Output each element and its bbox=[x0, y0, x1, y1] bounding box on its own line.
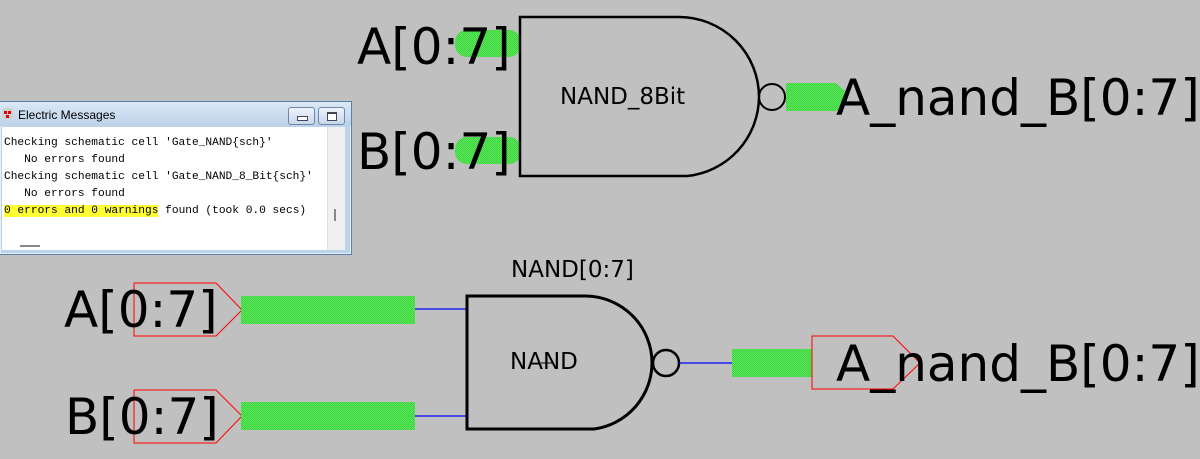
nand-8bit-inverter-bubble bbox=[758, 83, 786, 111]
vertical-scrollbar-thumb[interactable] bbox=[334, 209, 336, 221]
bus-b-wire-highlight bbox=[241, 402, 415, 430]
electric-app-icon bbox=[2, 108, 13, 119]
top-instance-name: NAND_8Bit bbox=[560, 84, 686, 110]
nand-inverter-bubble bbox=[651, 348, 681, 378]
export-out-label[interactable]: A_nand_B[0:7] bbox=[836, 335, 1200, 393]
top-output-label: A_nand_B[0:7] bbox=[836, 69, 1200, 127]
message-line: No errors found bbox=[4, 154, 125, 166]
vertical-scrollbar[interactable] bbox=[328, 127, 345, 250]
top-input-b-label: B[0:7] bbox=[357, 123, 511, 181]
export-a-label[interactable]: A[0:7] bbox=[64, 281, 218, 339]
message-line: No errors found bbox=[4, 188, 125, 200]
nand-array-instance[interactable] bbox=[133, 282, 921, 444]
bus-a-highlight bbox=[455, 30, 521, 57]
message-line: Checking schematic cell 'Gate_NAND{sch}' bbox=[4, 137, 273, 149]
messages-text-area[interactable]: Checking schematic cell 'Gate_NAND{sch}'… bbox=[2, 127, 328, 250]
message-line: Checking schematic cell 'Gate_NAND_8_Bit… bbox=[4, 171, 313, 183]
minimize-button[interactable] bbox=[288, 107, 315, 125]
messages-window-title: Electric Messages bbox=[18, 108, 116, 122]
export-b-label[interactable]: B[0:7] bbox=[65, 388, 219, 446]
cursor-crosshair-icon bbox=[541, 357, 553, 369]
nand-8bit-instance[interactable] bbox=[455, 15, 847, 178]
horizontal-scrollbar-thumb[interactable] bbox=[20, 245, 40, 247]
message-line-summary: 0 errors and 0 warnings found (took 0.0 … bbox=[4, 203, 313, 220]
bus-out-highlight bbox=[786, 83, 847, 111]
top-input-a-label: A[0:7] bbox=[357, 18, 511, 76]
summary-highlight: 0 errors and 0 warnings bbox=[4, 205, 159, 217]
nand-gate-label: NAND bbox=[510, 349, 578, 375]
summary-rest: found (took 0.0 secs) bbox=[158, 205, 307, 217]
nand-array-name: NAND[0:7] bbox=[511, 257, 634, 283]
messages-window[interactable]: Electric Messages Checking schematic cel… bbox=[0, 101, 352, 255]
bus-a-wire-highlight bbox=[241, 296, 415, 324]
messages-window-titlebar[interactable]: Electric Messages bbox=[0, 102, 351, 126]
bus-out-wire-highlight bbox=[732, 349, 812, 377]
maximize-button[interactable] bbox=[318, 107, 345, 125]
export-a-outline[interactable] bbox=[133, 282, 243, 337]
export-out-outline[interactable] bbox=[811, 335, 921, 390]
bus-b-highlight bbox=[455, 137, 521, 164]
export-b-outline[interactable] bbox=[133, 389, 243, 444]
